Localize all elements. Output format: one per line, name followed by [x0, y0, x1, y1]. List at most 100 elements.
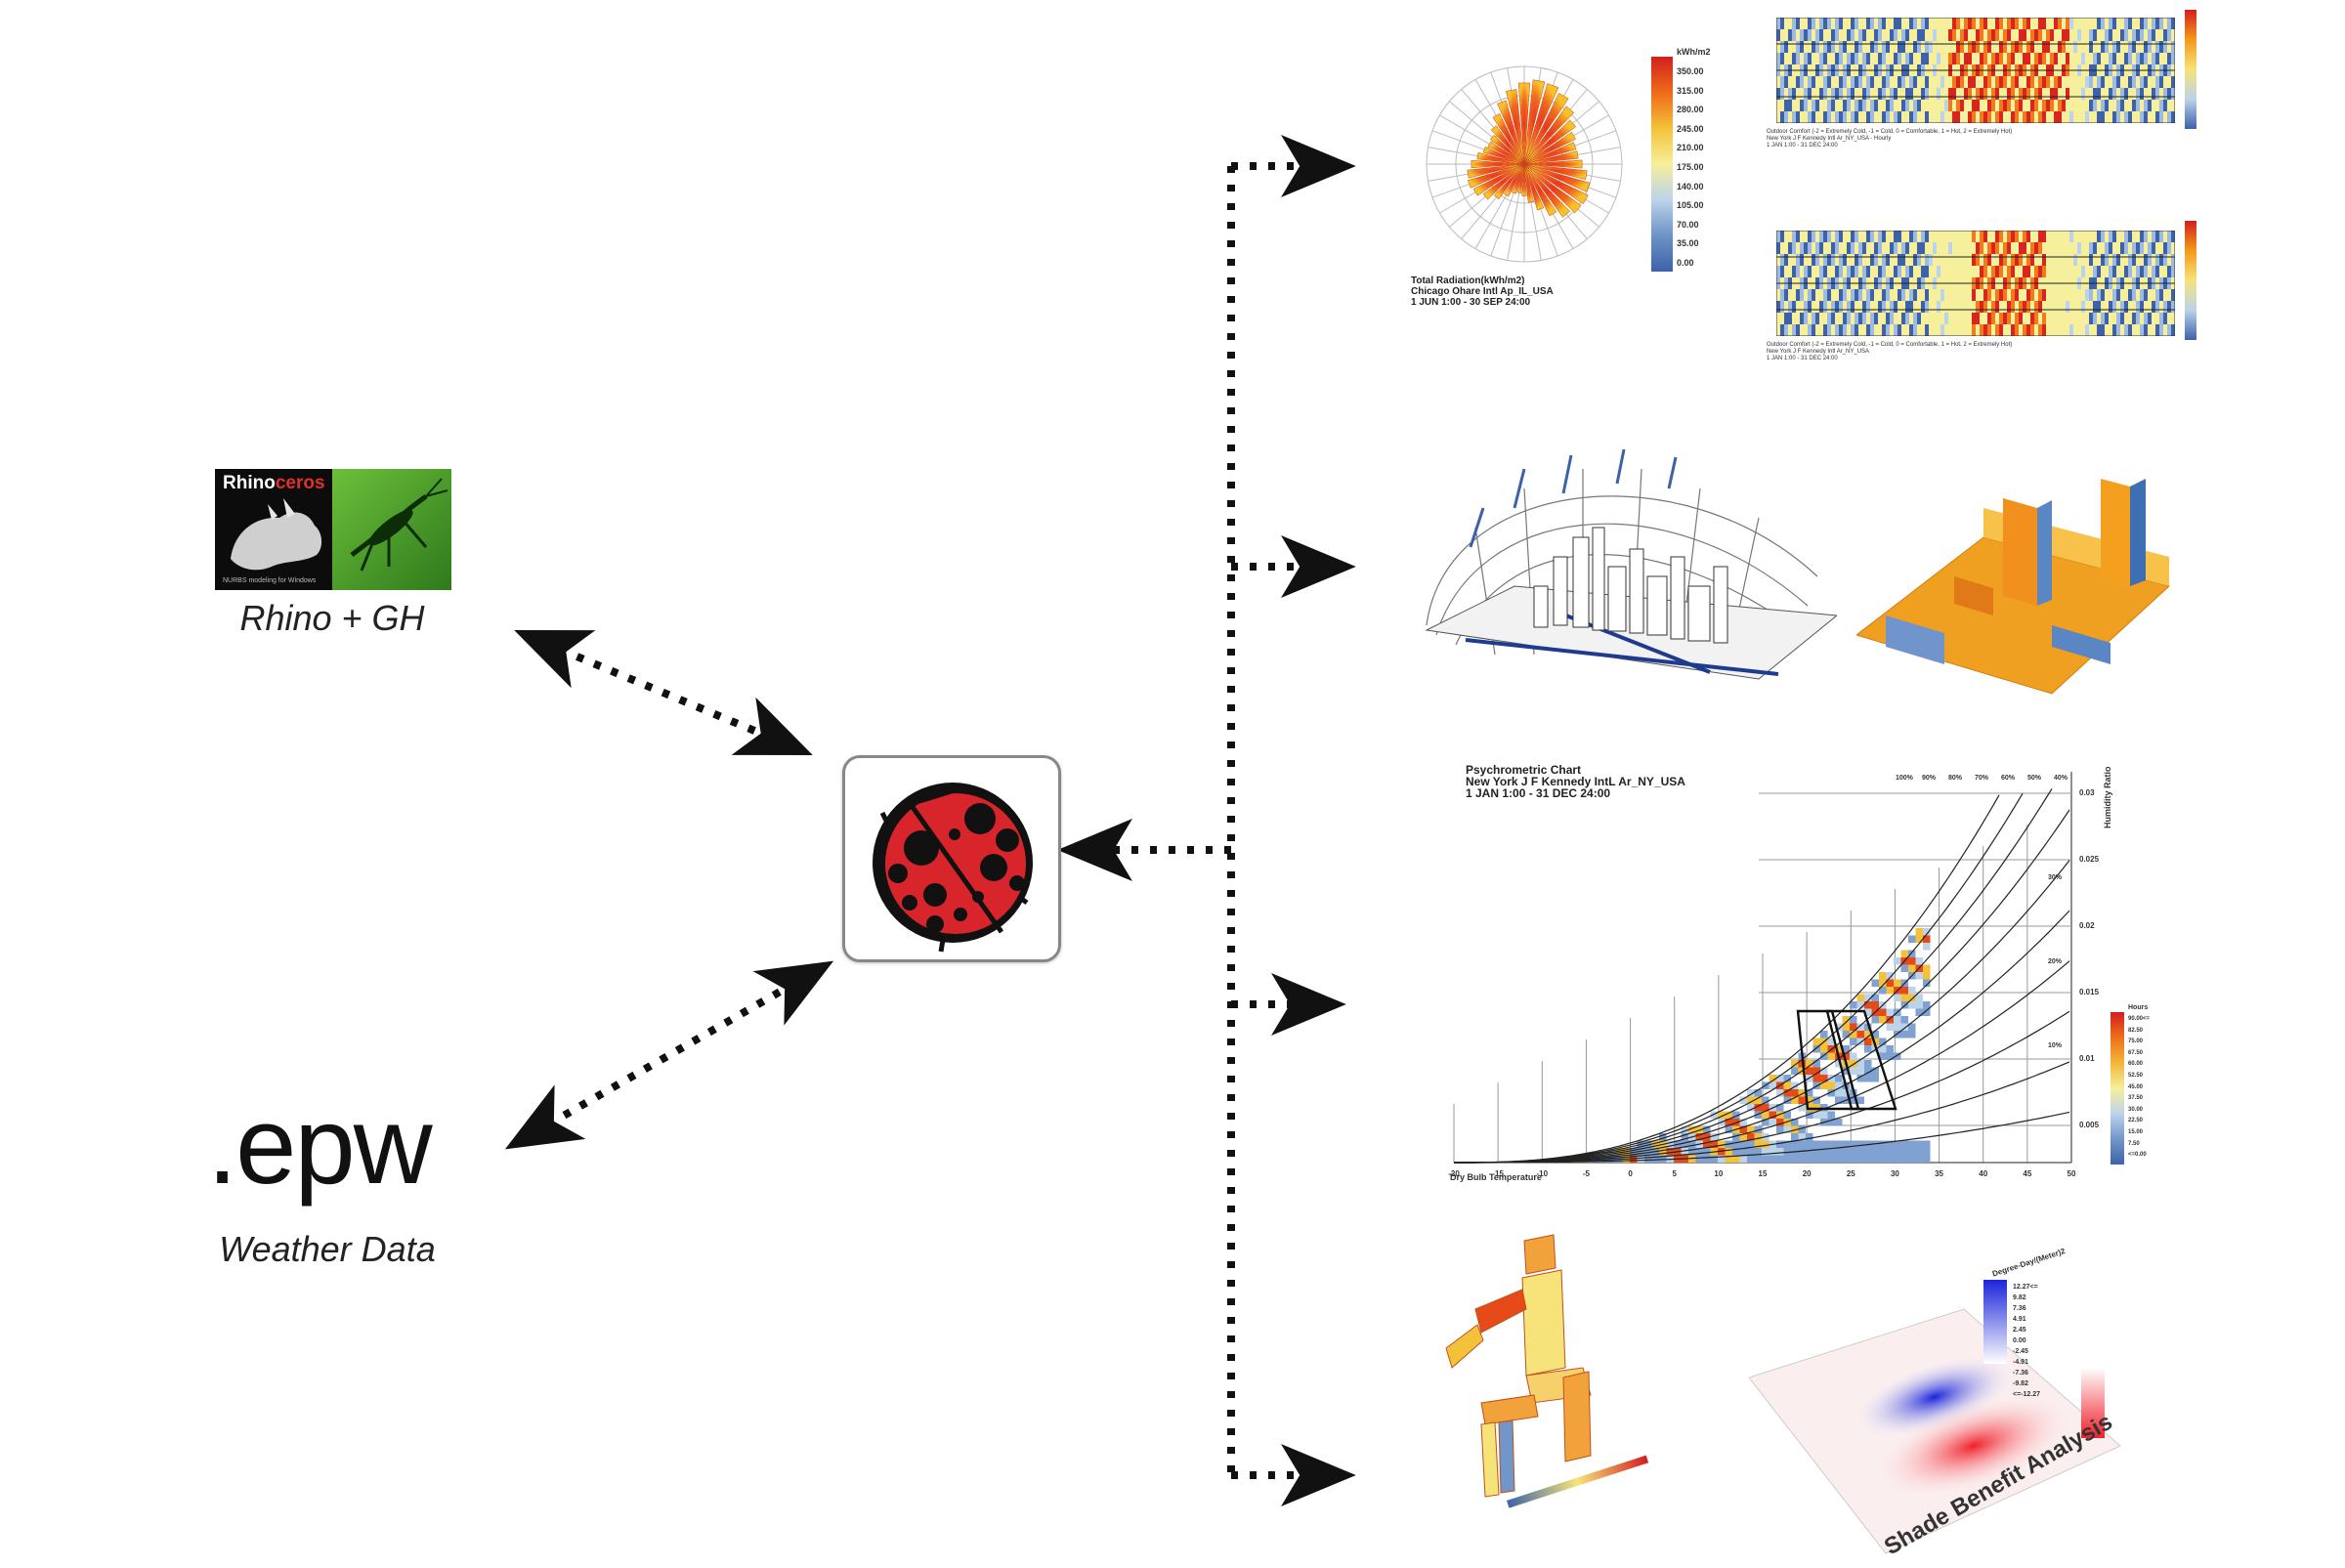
heatmap-cell — [1933, 242, 1937, 254]
heatmap-cell — [2015, 324, 2019, 336]
psy-hour-cell — [1681, 1148, 1688, 1156]
heatmap-cell — [2140, 53, 2144, 64]
psy-rh-curve — [1454, 792, 2024, 1164]
heatmap-cell — [1784, 76, 1788, 88]
heatmap-cell — [1890, 242, 1894, 254]
heatmap-cell — [2152, 18, 2155, 29]
heatmap-cell — [2128, 324, 2132, 336]
heatmap-cell — [1944, 313, 1948, 324]
heatmap-cell — [1921, 242, 1925, 254]
rose-petal — [1493, 163, 1525, 200]
radiation-legend-unit: kWh/m2 — [1677, 47, 1711, 57]
heatmap-cell — [1878, 18, 1882, 29]
heatmap-cell — [1815, 41, 1819, 53]
heatmap-cell — [2066, 301, 2069, 313]
rose-petal — [1487, 141, 1525, 165]
psy-hour-cell — [1703, 1140, 1711, 1148]
heatmap-cell — [1995, 18, 1999, 29]
heatmap-cell — [1991, 301, 1995, 313]
heatmap-cell — [1882, 41, 1886, 53]
heatmap-cell — [2132, 313, 2136, 324]
heatmap-cell — [2140, 242, 2144, 254]
heatmap-cell — [1800, 100, 1804, 111]
heatmap-cell — [1855, 76, 1858, 88]
comfort-top-legend — [2185, 10, 2196, 129]
heatmap-cell — [1862, 242, 1866, 254]
psy-hour-cell — [1879, 1148, 1887, 1156]
heatmap-cell — [1870, 111, 1874, 123]
legend-value: 175.00 — [1677, 162, 1704, 172]
heatmap-cell — [1839, 289, 1843, 301]
heatmap-cell — [1983, 41, 1987, 53]
heatmap-cell — [2167, 111, 2171, 123]
psy-hour-cell — [1908, 1001, 1916, 1009]
psy-y-tick: 0.01 — [2079, 1054, 2095, 1063]
heatmap-cell — [2015, 254, 2019, 266]
heatmap-cell — [2054, 18, 2058, 29]
psy-y-tick: 0.02 — [2079, 921, 2095, 930]
heatmap-cell — [1847, 301, 1851, 313]
psy-hour-cell — [1791, 1060, 1799, 1068]
heatmap-cell — [2167, 242, 2171, 254]
heatmap-cell — [2120, 100, 2124, 111]
heatmap-cell — [1980, 18, 1983, 29]
heatmap-cell — [2034, 29, 2038, 41]
heatmap-cell — [1995, 266, 1999, 277]
heatmap-cell — [1855, 324, 1858, 336]
psy-hour-cell — [1681, 1125, 1688, 1133]
heatmap-cell — [1800, 76, 1804, 88]
heatmap-cell — [2030, 324, 2034, 336]
heatmap-cell — [1929, 254, 1933, 266]
heatmap-cell — [2140, 29, 2144, 41]
heatmap-cell — [2030, 41, 2034, 53]
heatmap-cell — [2007, 313, 2011, 324]
shade-benefit-render — [1748, 1308, 2121, 1554]
heatmap-cell — [2112, 301, 2116, 313]
heatmap-cell — [1851, 266, 1855, 277]
rose-petal — [1476, 151, 1525, 165]
ladybug-hub[interactable] — [842, 755, 1061, 962]
psy-hour-cell — [1820, 1052, 1828, 1060]
psy-hour-cell — [1894, 1052, 1901, 1060]
heatmap-cell — [1792, 266, 1796, 277]
psy-x-tick: -5 — [1583, 1169, 1591, 1178]
heatmap-cell — [2007, 18, 2011, 29]
psy-hour-cell — [1871, 1031, 1879, 1038]
heatmap-cell — [2042, 41, 2046, 53]
heatmap-cell — [1835, 53, 1839, 64]
psy-hour-cell — [1871, 1148, 1879, 1156]
psy-hour-cell — [1923, 1140, 1931, 1148]
heatmap-cell — [1999, 324, 2003, 336]
heatmap-cell — [1851, 324, 1855, 336]
heatmap-cell — [2124, 242, 2128, 254]
heatmap-cell — [2046, 100, 2050, 111]
heatmap-cell — [1964, 29, 1968, 41]
heatmap-cell — [1827, 111, 1831, 123]
heatmap-cell — [1901, 100, 1905, 111]
heatmap-cell — [2093, 242, 2097, 254]
heatmap-cell — [1823, 289, 1827, 301]
heatmap-cell — [1855, 111, 1858, 123]
psy-hour-cell — [1791, 1096, 1799, 1104]
heatmap-cell — [1858, 100, 1862, 111]
heatmap-cell — [1894, 53, 1897, 64]
heatmap-cell — [2155, 88, 2159, 100]
heatmap-cell — [1987, 111, 1991, 123]
heatmap-cell — [1972, 18, 1976, 29]
heatmap-cell — [2042, 53, 2046, 64]
heatmap-cell — [1905, 100, 1909, 111]
heatmap-cell — [2112, 41, 2116, 53]
psy-hour-cell — [1850, 1140, 1857, 1148]
heatmap-cell — [1999, 76, 2003, 88]
heatmap-cell — [1960, 76, 1964, 88]
heatmap-cell — [2136, 88, 2140, 100]
psy-hour-cell — [1688, 1155, 1696, 1163]
rose-petal — [1523, 106, 1575, 165]
heatmap-cell — [1839, 266, 1843, 277]
rhino-gh-label: Rhino + GH — [239, 598, 425, 638]
heatmap-cell — [2011, 53, 2015, 64]
psy-hour-cell — [1812, 1104, 1820, 1112]
psy-hour-cell — [1806, 1060, 1813, 1068]
psy-hour-cell — [1835, 1148, 1843, 1156]
radiation-legend-bar — [1651, 57, 1673, 272]
